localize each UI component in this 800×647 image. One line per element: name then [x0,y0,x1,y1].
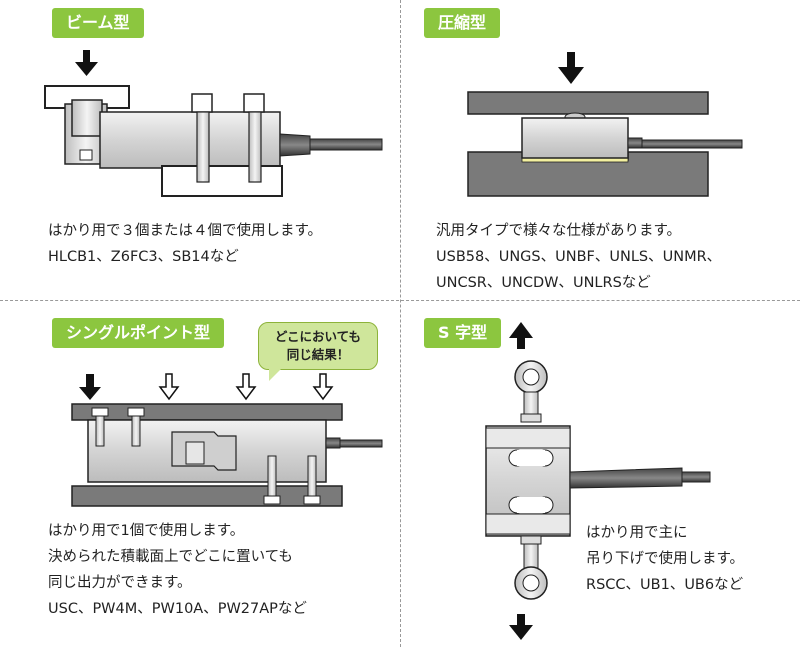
bubble-line-1: どこにおいても [274,329,362,344]
compression-line-2: USB58、UNGS、UNBF、UNLS、UNMR、 [436,249,722,265]
arrow-down-icon [509,614,533,640]
arrow-down-icon [75,50,98,76]
outline-arrow-down-icon [158,373,180,401]
compression-load-cell-illustration [467,52,743,197]
single-point-description: はかり用で1個で使用します。 決められた積載面上でどこに置いても 同じ出力ができ… [48,518,307,622]
s-type-badge: S 字型 [424,318,502,348]
single-point-line-3: 同じ出力ができます。 [48,575,192,591]
s-type-line-3: RSCC、UB1、UB6など [586,577,744,593]
outline-arrow-down-icon [312,373,334,401]
s-type-load-cell-illustration [485,322,711,640]
compression-type-badge: 圧縮型 [424,8,501,38]
s-type-description: はかり用で主に 吊り下げで使用します。 RSCC、UB1、UB6など [586,520,744,598]
compression-line-1: 汎用タイプで様々な仕様があります。 [436,223,682,239]
bubble-line-2: 同じ結果！ [286,347,350,362]
single-point-type-badge: シングルポイント型 [52,318,225,348]
horizontal-divider [0,300,800,301]
arrow-up-icon [509,322,533,349]
vertical-divider [400,0,401,647]
compression-description: 汎用タイプで様々な仕様があります。 USB58、UNGS、UNBF、UNLS、U… [436,218,721,296]
outline-arrow-down-icon [235,373,257,401]
single-point-line-1: はかり用で1個で使用します。 [48,523,245,539]
single-point-line-2: 決められた積載面上でどこに置いても [48,549,293,565]
beam-load-cell-illustration [44,50,383,197]
compression-line-3: UNCSR、UNCDW、UNLRSなど [436,275,651,291]
beam-description: はかり用で３個または４個で使用します。 HLCB1、Z6FC3、SB14など [48,218,322,270]
beam-type-badge: ビーム型 [52,8,144,38]
speech-bubble: どこにおいても 同じ結果！ [258,322,378,381]
arrow-down-icon [558,52,584,84]
beam-line-1: はかり用で３個または４個で使用します。 [48,223,323,239]
s-type-line-2: 吊り下げで使用します。 [586,551,745,567]
single-point-load-cell-illustration [71,373,383,507]
single-point-line-4: USC、PW4M、PW10A、PW27APなど [48,601,307,617]
arrow-down-icon [79,374,101,400]
s-type-line-1: はかり用で主に [586,525,688,541]
beam-line-2: HLCB1、Z6FC3、SB14など [48,249,239,265]
